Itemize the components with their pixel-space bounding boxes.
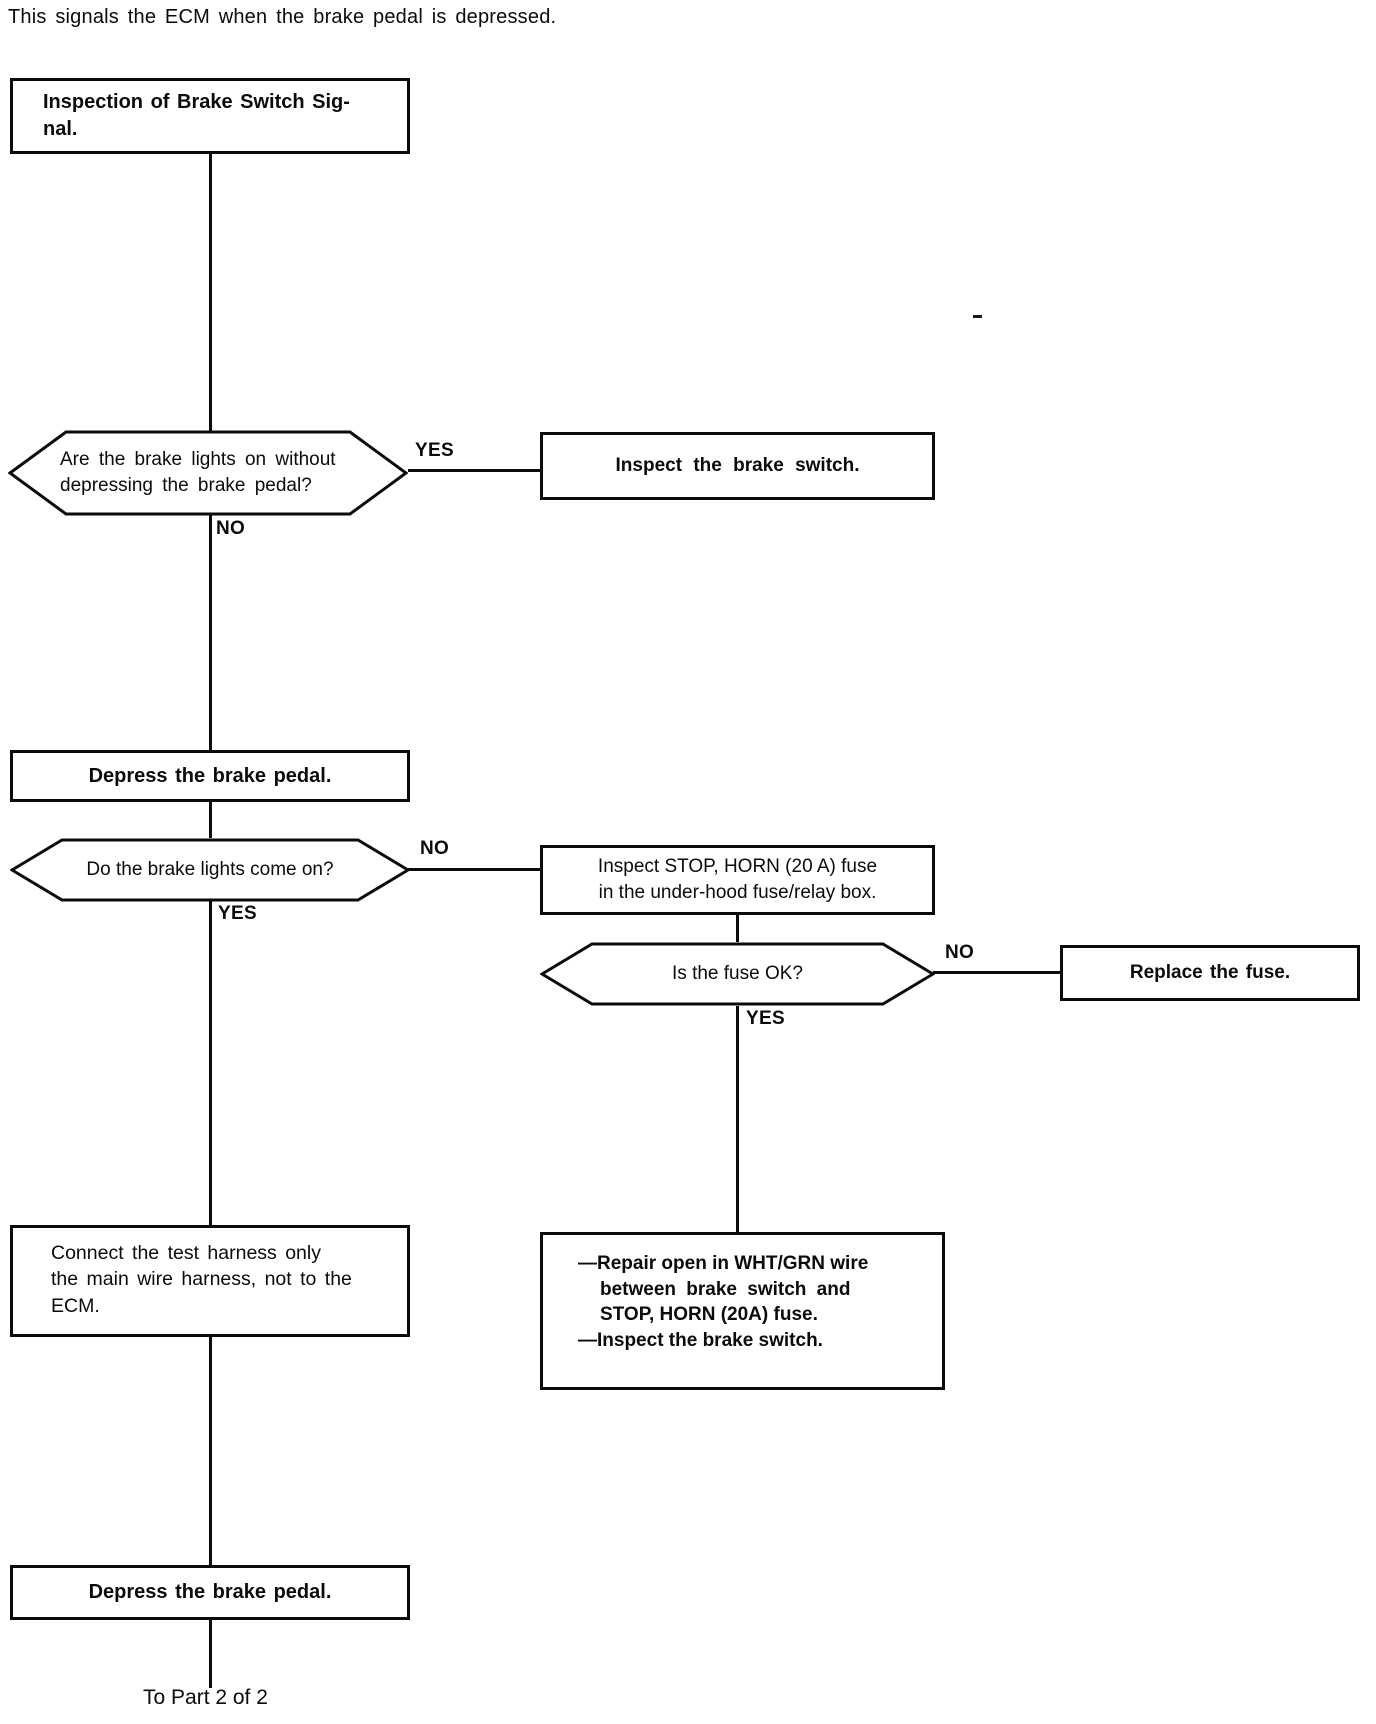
- node-inspect-fuse: Inspect STOP, HORN (20 A) fuse in the un…: [540, 845, 935, 915]
- flow-line-q2-no: [408, 868, 540, 871]
- flow-line-connect-depress2: [209, 1337, 212, 1565]
- node-decision-brake-lights-come-on-label: Do the brake lights come on?: [86, 859, 334, 881]
- node-decision-brake-lights-without-label: Are the brake lights on without depressi…: [60, 449, 336, 496]
- node-depress-pedal-1-label: Depress the brake pedal.: [88, 764, 332, 787]
- flow-line-q3-yes: [736, 1006, 739, 1232]
- node-inspect-brake-switch: Inspect the brake switch.: [540, 432, 935, 500]
- branch-label-yes-q2: YES: [218, 903, 257, 924]
- flow-line-start-q1: [209, 154, 212, 432]
- intro-text: This signals the ECM when the brake peda…: [8, 6, 557, 28]
- flow-line-depress2-footer: [209, 1620, 212, 1688]
- node-depress-pedal-2: Depress the brake pedal.: [10, 1565, 410, 1620]
- node-connect-test-harness: Connect the test harness only the main w…: [10, 1225, 410, 1337]
- node-depress-pedal-2-label: Depress the brake pedal.: [88, 1581, 332, 1603]
- node-decision-brake-lights-without: Are the brake lights on without depressi…: [8, 430, 408, 516]
- flow-line-depress1-q2: [209, 802, 212, 838]
- flow-line-fuse-q3: [736, 915, 739, 942]
- node-start: Inspection of Brake Switch Sig- nal.: [10, 78, 410, 154]
- flow-line-q1-no: [209, 514, 212, 750]
- node-decision-brake-lights-come-on: Do the brake lights come on?: [10, 838, 410, 902]
- node-replace-fuse: Replace the fuse.: [1060, 945, 1360, 1001]
- node-decision-fuse-ok-label: Is the fuse OK?: [672, 963, 803, 985]
- repair-line-1: —Repair open in WHT/GRN wire: [578, 1253, 869, 1274]
- node-depress-pedal-1: Depress the brake pedal.: [10, 750, 410, 802]
- footer-text: To Part 2 of 2: [143, 1686, 268, 1709]
- repair-line-3: STOP, HORN (20A) fuse.: [600, 1304, 818, 1326]
- branch-label-yes-q3: YES: [746, 1008, 785, 1029]
- decision-hexagon-shape: [8, 430, 408, 516]
- flow-line-q1-yes: [408, 469, 540, 472]
- flow-line-q2-yes: [209, 900, 212, 1225]
- node-inspect-brake-switch-label: Inspect the brake switch.: [615, 455, 860, 477]
- node-repair-open: —Repair open in WHT/GRN wire between bra…: [540, 1232, 945, 1390]
- node-start-label: Inspection of Brake Switch Sig- nal.: [43, 91, 350, 140]
- branch-label-no-q1: NO: [216, 518, 246, 539]
- branch-label-yes-q1: YES: [415, 440, 454, 461]
- node-replace-fuse-label: Replace the fuse.: [1129, 962, 1291, 984]
- repair-line-4: —Inspect the brake switch.: [578, 1329, 823, 1351]
- flow-line-q3-no: [933, 971, 1060, 974]
- node-connect-test-harness-label: Connect the test harness only the main w…: [51, 1242, 352, 1317]
- repair-line-2: between brake switch and: [600, 1278, 851, 1300]
- node-decision-fuse-ok: Is the fuse OK?: [540, 942, 935, 1006]
- branch-label-no-q2: NO: [420, 838, 450, 859]
- stray-mark: [973, 315, 982, 318]
- decision-hexagon-shape: [540, 942, 935, 1006]
- branch-label-no-q3: NO: [945, 942, 975, 963]
- node-inspect-fuse-label: Inspect STOP, HORN (20 A) fuse in the un…: [597, 856, 878, 903]
